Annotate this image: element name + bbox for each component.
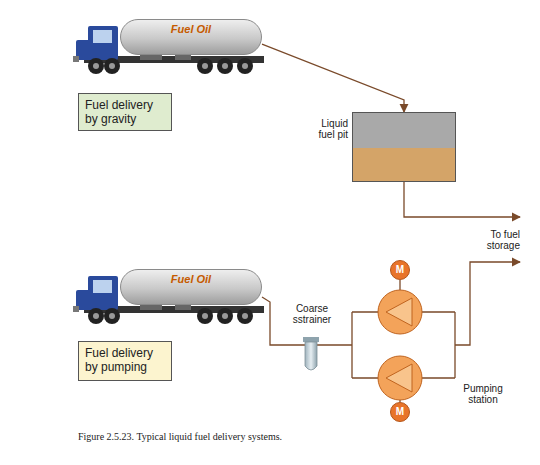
pit-body xyxy=(352,112,456,182)
motor-letter: M xyxy=(391,403,409,421)
motor-circle: M xyxy=(390,260,410,280)
pump-symbol xyxy=(378,290,422,400)
node-text: Fuel delivery by gravity xyxy=(85,98,165,126)
figure-caption: Figure 2.5.23. Typical liquid fuel deliv… xyxy=(78,431,282,442)
tank-body: Fuel Oil xyxy=(120,269,262,305)
pit-outlet-pipe xyxy=(404,182,520,217)
truck-hose xyxy=(262,297,352,345)
node-text: Fuel Oil xyxy=(121,23,261,35)
node-text: Fuel Oil xyxy=(121,273,261,285)
caption-box: Fuel delivery by pumping xyxy=(78,341,172,381)
node-text: Fuel delivery by pumping xyxy=(85,346,165,374)
delivery-pipe xyxy=(262,44,404,112)
part-label: To fuel storage xyxy=(466,229,520,251)
part-label: Pumping station xyxy=(456,383,510,405)
tank-body: Fuel Oil xyxy=(120,19,262,55)
motor-circle: M xyxy=(390,402,410,422)
motor-letter: M xyxy=(391,261,409,279)
fuel-pit: Liquid fuel pit xyxy=(306,112,456,182)
node-text: Liquid fuel pit xyxy=(306,118,348,140)
part-label: Coarse sstrainer xyxy=(284,303,340,325)
coarse-strainer xyxy=(303,337,319,370)
discharge-pipe xyxy=(455,262,520,345)
caption-box: Fuel delivery by gravity xyxy=(78,93,172,131)
